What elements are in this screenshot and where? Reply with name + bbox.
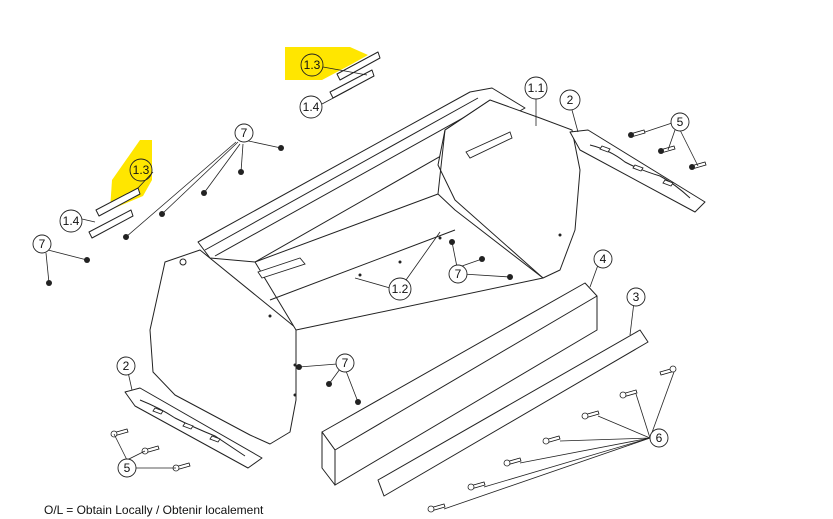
svg-text:3: 3 bbox=[633, 290, 640, 304]
wear-plates-top bbox=[329, 51, 381, 99]
callout-3: 3 bbox=[626, 287, 646, 307]
callout-7-low: 7 bbox=[335, 353, 355, 373]
callout-2-left: 2 bbox=[116, 356, 136, 376]
callout-6: 6 bbox=[649, 428, 669, 448]
callout-7-mid: 7 bbox=[448, 264, 468, 284]
callout-7-left: 7 bbox=[32, 234, 52, 254]
svg-text:1.1: 1.1 bbox=[528, 81, 545, 95]
footnote-obtain-locally: O/L = Obtain Locally / Obtenir localemen… bbox=[44, 503, 264, 517]
svg-text:1.3: 1.3 bbox=[133, 163, 150, 177]
svg-text:7: 7 bbox=[455, 267, 462, 281]
leader-lines bbox=[45, 66, 699, 510]
callout-1-4-left: 1.4 bbox=[59, 209, 83, 233]
callout-5-right: 5 bbox=[670, 112, 690, 132]
side-cutter-left bbox=[124, 387, 263, 469]
wear-plates-left bbox=[88, 187, 141, 239]
callout-1-4-top: 1.4 bbox=[299, 95, 323, 119]
callout-5-left: 5 bbox=[117, 458, 137, 478]
svg-text:1.4: 1.4 bbox=[303, 100, 320, 114]
svg-text:7: 7 bbox=[39, 237, 46, 251]
svg-text:5: 5 bbox=[124, 461, 131, 475]
callout-7-top: 7 bbox=[234, 123, 254, 143]
svg-text:4: 4 bbox=[600, 252, 607, 266]
wear-strip-3 bbox=[377, 329, 649, 497]
svg-text:5: 5 bbox=[677, 115, 684, 129]
bucket-body bbox=[149, 87, 581, 445]
callout-2-right: 2 bbox=[559, 89, 581, 111]
svg-text:1.3: 1.3 bbox=[304, 58, 321, 72]
svg-text:7: 7 bbox=[342, 356, 349, 370]
svg-text:2: 2 bbox=[123, 359, 130, 373]
svg-text:7: 7 bbox=[241, 126, 248, 140]
svg-text:6: 6 bbox=[656, 431, 663, 445]
callout-1-2: 1.2 bbox=[388, 277, 412, 301]
highlight-top-1-3 bbox=[285, 47, 368, 80]
callout-1-1: 1.1 bbox=[524, 76, 548, 100]
svg-text:1.2: 1.2 bbox=[392, 282, 409, 296]
callout-4: 4 bbox=[593, 249, 613, 269]
svg-text:2: 2 bbox=[567, 93, 574, 107]
svg-text:1.4: 1.4 bbox=[63, 214, 80, 228]
callout-1-3-top: 1.3 bbox=[300, 53, 324, 77]
bolts bbox=[110, 129, 707, 513]
cutting-edge-4 bbox=[321, 282, 598, 486]
callout-1-3-left: 1.3 bbox=[129, 158, 153, 182]
side-cutter-right bbox=[569, 129, 706, 213]
